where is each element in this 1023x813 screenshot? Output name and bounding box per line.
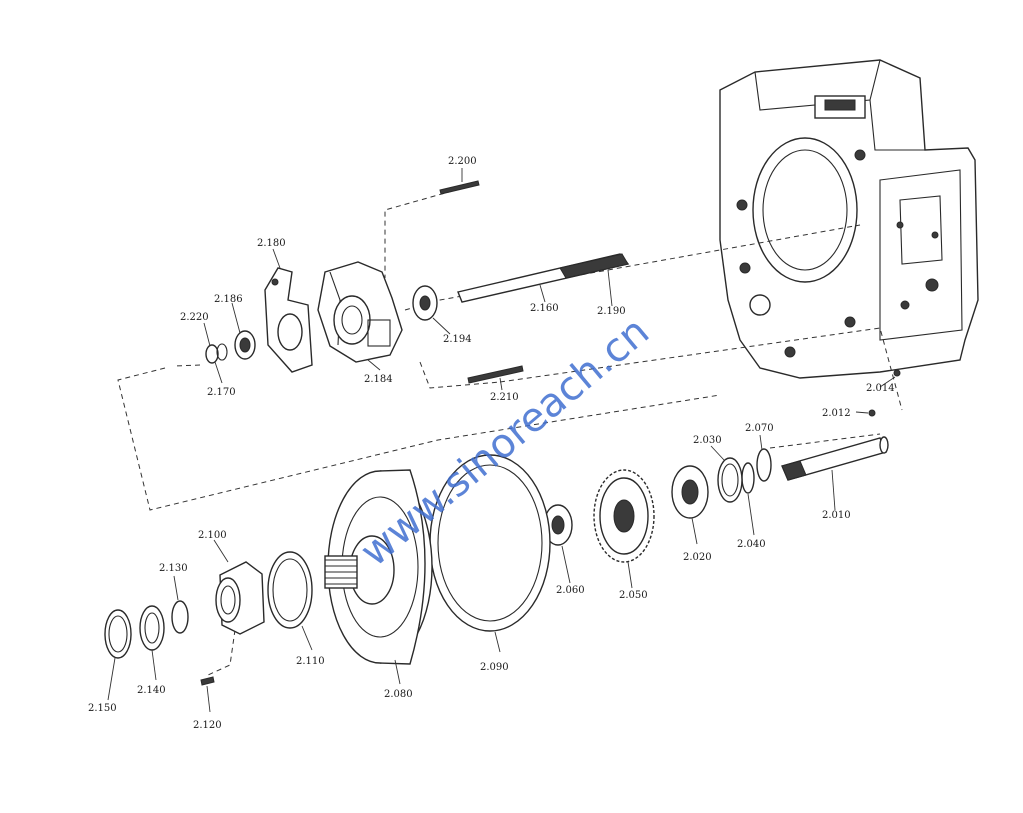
part-label-2-040: 2.040 — [737, 539, 766, 550]
part-label-2-220: 2.220 — [180, 312, 209, 323]
part-label-2-030: 2.030 — [693, 435, 722, 446]
leader-lines — [107, 168, 896, 713]
part-label-2-090: 2.090 — [480, 662, 509, 673]
part-label-2-210: 2.210 — [490, 392, 519, 403]
lower-drive-group — [104, 369, 901, 686]
part-label-2-080: 2.080 — [384, 689, 413, 700]
part-label-2-170: 2.170 — [207, 387, 236, 398]
part-label-2-186: 2.186 — [214, 294, 243, 305]
part-label-2-160: 2.160 — [530, 303, 559, 314]
part-label-2-012: 2.012 — [822, 408, 851, 419]
part-label-2-060: 2.060 — [556, 585, 585, 596]
upper-pump-group — [205, 180, 630, 384]
part-label-2-140: 2.140 — [137, 685, 166, 696]
part-label-2-010: 2.010 — [822, 510, 851, 521]
part-label-2-120: 2.120 — [193, 720, 222, 731]
part-labels: 2.200 2.180 2.186 2.220 2.170 2.184 2.194 2.160… — [88, 156, 895, 731]
part-label-2-100: 2.100 — [198, 530, 227, 541]
part-label-2-130: 2.130 — [159, 563, 188, 574]
part-label-2-190: 2.190 — [597, 306, 626, 317]
part-label-2-050: 2.050 — [619, 590, 648, 601]
part-label-2-070: 2.070 — [745, 423, 774, 434]
part-label-2-110: 2.110 — [296, 656, 325, 667]
part-label-2-180: 2.180 — [257, 238, 286, 249]
part-label-2-020: 2.020 — [683, 552, 712, 563]
part-label-2-200: 2.200 — [448, 156, 477, 167]
part-label-2-150: 2.150 — [88, 703, 117, 714]
part-label-2-014: 2.014 — [866, 383, 895, 394]
part-label-2-194: 2.194 — [443, 334, 472, 345]
part-label-2-184: 2.184 — [364, 374, 393, 385]
transmission-housing — [719, 59, 979, 379]
